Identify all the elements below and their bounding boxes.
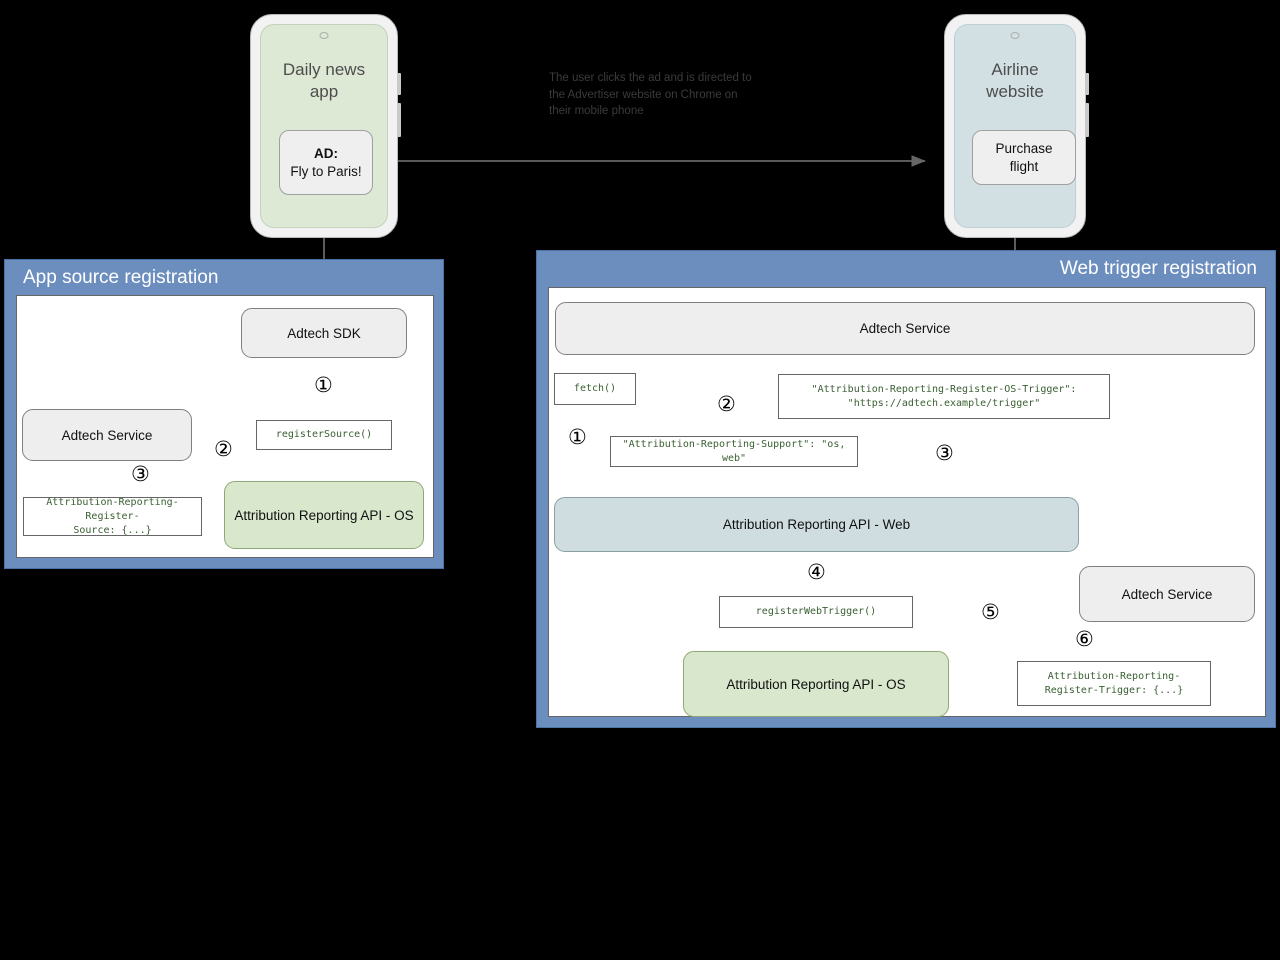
codebox-os-trigger-header-text: "Attribution-Reporting-Register-OS-Trigg…	[811, 383, 1077, 409]
ad-card-label: AD:	[314, 145, 338, 161]
phone-screen-airline: Airline website Purchase flight	[954, 24, 1076, 228]
node-adtech-service-top-right[interactable]: Adtech Service	[555, 302, 1255, 355]
phone-button-upper-right	[1085, 73, 1089, 95]
codebox-register-trigger-header: Attribution-Reporting- Register-Trigger:…	[1017, 661, 1211, 706]
step-marker-left-2: ②	[214, 437, 233, 461]
node-adtech-sdk[interactable]: Adtech SDK	[241, 308, 407, 358]
phone-screen-daily-news: Daily news app AD: Fly to Paris!	[260, 24, 388, 228]
phone-title-daily-news: Daily news app	[282, 60, 366, 101]
codebox-fetch: fetch()	[554, 373, 636, 405]
codebox-register-source: registerSource()	[256, 420, 392, 450]
node-adtech-service-bottom-right[interactable]: Adtech Service	[1079, 566, 1255, 622]
purchase-flight-card[interactable]: Purchase flight	[972, 130, 1076, 185]
node-ar-api-os-right[interactable]: Attribution Reporting API - OS	[683, 651, 949, 717]
codebox-support-header: "Attribution-Reporting-Support": "os, we…	[610, 436, 858, 467]
click-annotation: The user clicks the ad and is directed t…	[549, 72, 752, 117]
codebox-register-source-header-text: Attribution-Reporting-Register- Source: …	[46, 496, 179, 536]
ad-card-text: Fly to Paris!	[290, 163, 362, 179]
node-adtech-service-top-right-label: Adtech Service	[859, 321, 951, 336]
camera-icon	[319, 32, 329, 39]
purchase-flight-line2: flight	[1009, 158, 1039, 174]
node-adtech-service-left[interactable]: Adtech Service	[22, 409, 192, 461]
node-ar-api-os-left[interactable]: Attribution Reporting API - OS	[224, 481, 424, 549]
phone-button-lower-right	[1085, 103, 1089, 137]
codebox-register-source-text: registerSource()	[275, 429, 373, 440]
ad-card[interactable]: AD: Fly to Paris!	[279, 130, 373, 195]
phone-button-lower	[397, 103, 401, 137]
step-marker-right-2: ②	[717, 392, 736, 416]
step-marker-right-5: ⑤	[981, 600, 1000, 624]
codebox-register-trigger-header-text: Attribution-Reporting- Register-Trigger:…	[1044, 670, 1184, 696]
node-ar-api-os-left-label: Attribution Reporting API - OS	[234, 507, 414, 523]
phone-title-airline: Airline website	[986, 60, 1044, 101]
node-ar-api-os-right-label: Attribution Reporting API - OS	[726, 676, 906, 692]
step-marker-right-6: ⑥	[1075, 627, 1094, 651]
panel-title-web-trigger: Web trigger registration	[1059, 258, 1257, 279]
step-marker-right-1: ①	[568, 425, 587, 449]
purchase-flight-line1: Purchase	[995, 140, 1053, 156]
node-ar-api-web-label: Attribution Reporting API - Web	[722, 517, 911, 532]
step-marker-left-1: ①	[314, 373, 333, 397]
codebox-register-web-trigger: registerWebTrigger()	[719, 596, 913, 628]
node-adtech-service-left-label: Adtech Service	[61, 427, 153, 443]
node-adtech-service-bottom-right-label: Adtech Service	[1121, 586, 1213, 602]
codebox-os-trigger-header: "Attribution-Reporting-Register-OS-Trigg…	[778, 374, 1110, 419]
step-marker-right-4: ④	[807, 560, 826, 584]
codebox-register-web-trigger-text: registerWebTrigger()	[755, 606, 877, 617]
codebox-register-source-header: Attribution-Reporting-Register- Source: …	[23, 497, 202, 536]
node-ar-api-web[interactable]: Attribution Reporting API - Web	[554, 497, 1079, 552]
step-marker-left-3: ③	[131, 462, 150, 486]
phone-airline-website: Airline website Purchase flight	[944, 14, 1089, 238]
step-marker-right-3: ③	[935, 441, 954, 465]
panel-title-app-source: App source registration	[23, 267, 219, 288]
camera-icon-right	[1010, 32, 1020, 39]
node-adtech-sdk-label: Adtech SDK	[287, 325, 361, 341]
codebox-fetch-text: fetch()	[573, 383, 617, 394]
phone-button-upper	[397, 73, 401, 95]
codebox-support-header-text: "Attribution-Reporting-Support": "os, we…	[622, 438, 846, 464]
phone-daily-news: Daily news app AD: Fly to Paris!	[250, 14, 401, 238]
